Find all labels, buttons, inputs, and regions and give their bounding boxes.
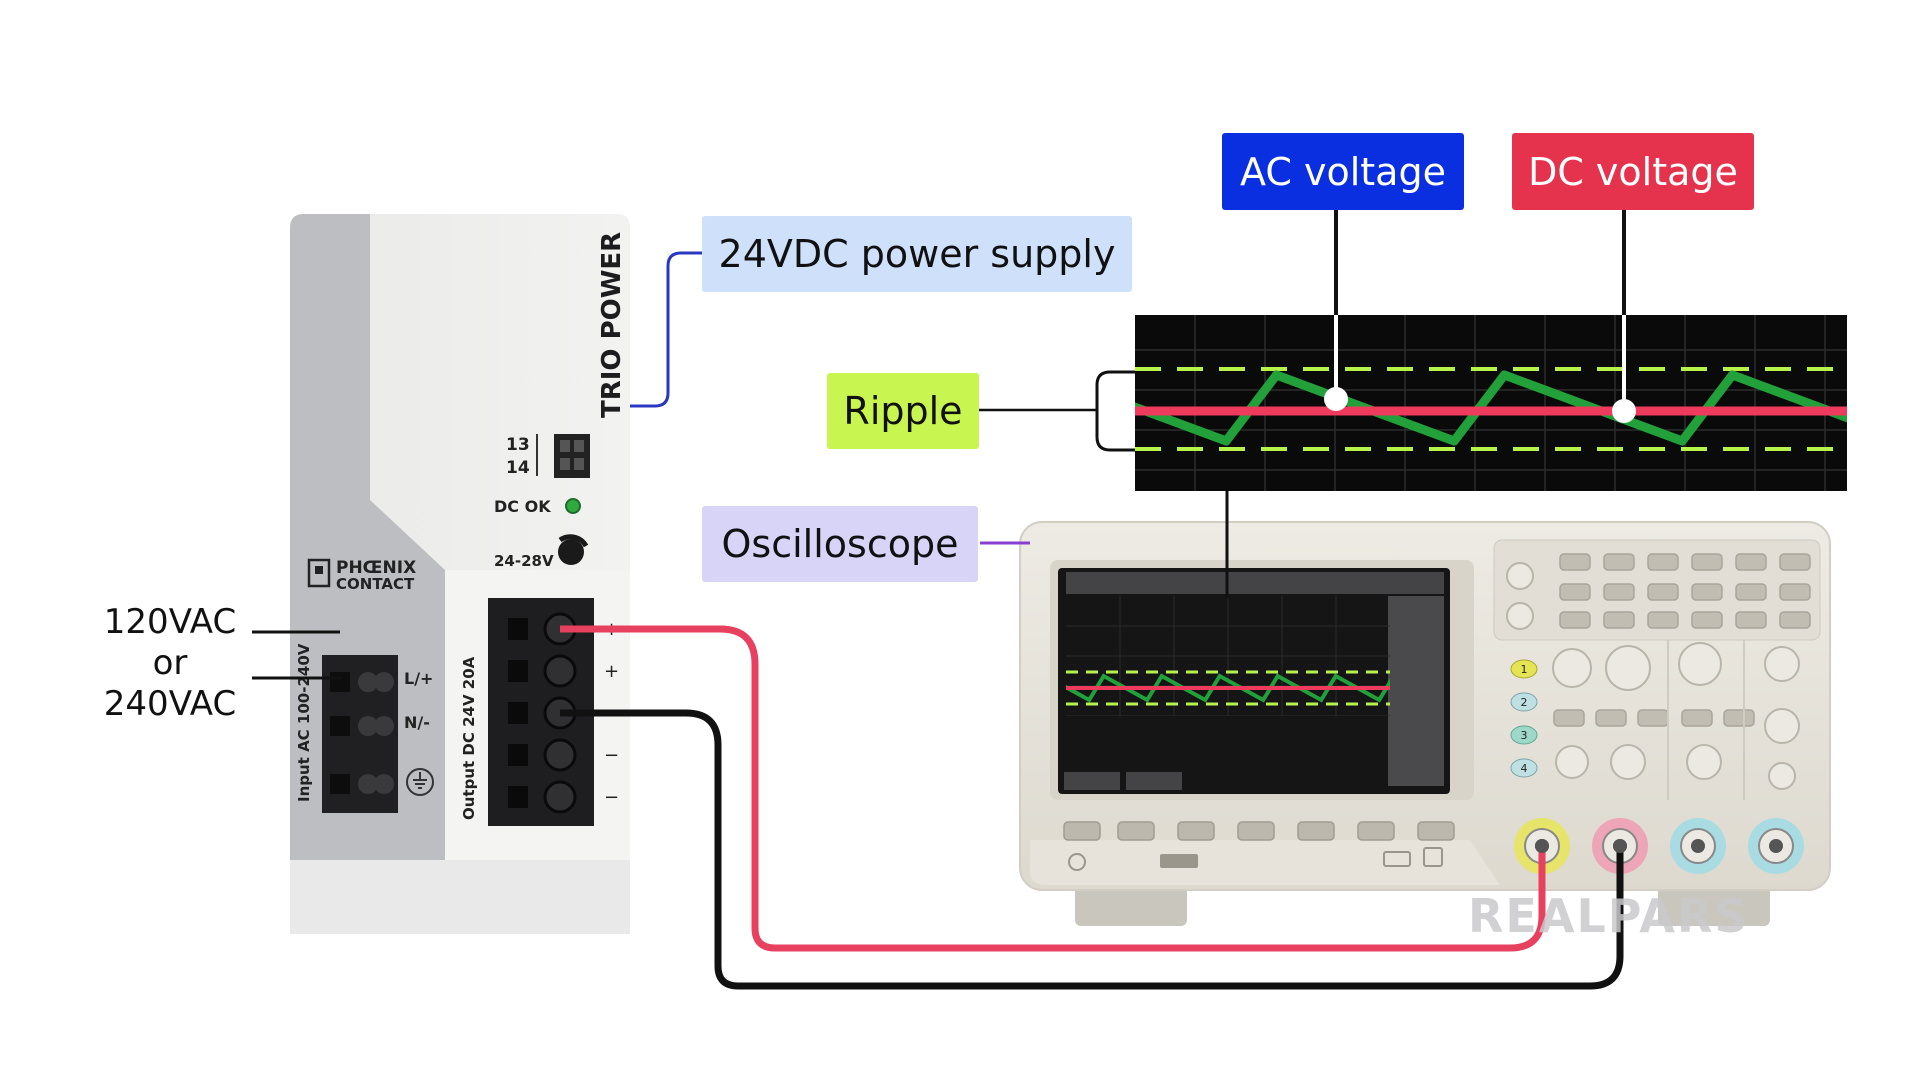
scope-screen-header [1066, 572, 1444, 594]
channel-indicators: 1 2 3 4 [1510, 659, 1538, 778]
callout-power-supply: 24VDC power supply [702, 216, 1132, 292]
oscilloscope-device: 1 2 3 4 [1019, 521, 1831, 926]
adjust-range-label: 24-28V [494, 552, 554, 570]
zoom-grid [1135, 315, 1847, 491]
knob-ch-position-2[interactable] [1610, 744, 1646, 780]
callout-ripple: Ripple [827, 373, 979, 449]
scope-key-icon [1423, 847, 1443, 867]
softkey-1[interactable] [1063, 821, 1101, 841]
softkey-7[interactable] [1417, 821, 1455, 841]
input-voltage-line-3: 240VAC [103, 684, 237, 724]
channel-4-label: 4 [1521, 762, 1528, 775]
knob-trigger-level[interactable] [1764, 708, 1800, 744]
out-sign-5: − [604, 787, 619, 808]
relay-label-13: 13 [506, 435, 530, 455]
terminal-n-label: N/- [404, 713, 430, 732]
ground-symbol-icon [406, 768, 434, 796]
scope-screen-traces [1066, 596, 1390, 716]
ripple-bracket [1095, 370, 1135, 452]
scope-panel-dividers [1667, 640, 1745, 800]
power-supply-unit: TRIO POWER PHŒNIX CONTACT 13 14 DC OK 24… [290, 214, 630, 934]
callout-dc-voltage: DC voltage [1512, 133, 1754, 210]
callout-ac-voltage: AC voltage [1222, 133, 1464, 210]
scope-softkeys [1063, 821, 1455, 841]
softkey-2[interactable] [1117, 821, 1155, 841]
input-rating-label: Input AC 100-240V [295, 643, 313, 802]
terminal-l-label: L/+ [404, 669, 433, 688]
softkey-4[interactable] [1237, 821, 1275, 841]
scope-port-icon [1383, 851, 1411, 867]
scope-knobs [1506, 562, 1800, 790]
watermark-logo: REALPARS [1468, 889, 1749, 943]
zoom-background [1135, 315, 1847, 491]
scope-screen [1058, 568, 1450, 794]
knob-ch-scale[interactable] [1552, 648, 1592, 688]
psu-brand-line2: CONTACT [336, 575, 415, 593]
psu-model-label: TRIO POWER [597, 232, 627, 418]
softkey-6[interactable] [1357, 821, 1395, 841]
waveform-zoom-panel [1135, 315, 1847, 491]
channel-2-label: 2 [1521, 696, 1528, 709]
knob-aux[interactable] [1768, 762, 1796, 790]
psu-brand-line1: PHŒNIX [336, 558, 416, 578]
out-sign-4: − [604, 745, 619, 766]
psu-leader [630, 251, 702, 408]
knob-horizontal-pos[interactable] [1686, 744, 1722, 780]
dc-ok-led-icon [565, 498, 581, 514]
callout-oscilloscope: Oscilloscope [702, 506, 978, 582]
usb-port-icon [1160, 854, 1198, 868]
softkey-3[interactable] [1177, 821, 1215, 841]
input-voltage-line-1: 120VAC [103, 602, 237, 642]
scope-function-buttons [1553, 553, 1811, 727]
knob-ch-scale-2[interactable] [1605, 645, 1651, 691]
softkey-5[interactable] [1297, 821, 1335, 841]
knob-ch-position[interactable] [1555, 745, 1589, 779]
scope-foot-left [1075, 882, 1187, 926]
relay-contact-block [554, 434, 590, 478]
output-terminal-screws [508, 612, 577, 814]
scope-screen-softkey-panel [1388, 596, 1444, 786]
out-sign-2: + [604, 661, 619, 682]
knob-horizontal[interactable] [1678, 642, 1722, 686]
relay-label-14: 14 [506, 458, 530, 478]
output-rating-label: Output DC 24V 20A [460, 656, 478, 820]
knob-multi[interactable] [1506, 602, 1534, 630]
scope-foot-right [1658, 882, 1770, 926]
psu-din-rail-clip [290, 858, 630, 934]
knob-trigger[interactable] [1764, 646, 1800, 682]
positive-probe-wire [560, 625, 1546, 952]
knob-intensity[interactable] [1506, 562, 1534, 590]
power-button[interactable] [1068, 853, 1086, 871]
scope-lower-panel [1030, 840, 1500, 885]
voltage-adjust-knob-icon [558, 539, 584, 565]
negative-probe-wire [560, 709, 1624, 990]
channel-1-label: 1 [1521, 663, 1528, 676]
ground-symbol-glyph [413, 772, 427, 789]
phoenix-logo-icon [307, 558, 331, 588]
dc-ok-label: DC OK [494, 497, 551, 516]
input-voltage-line-2: or [152, 643, 188, 683]
channel-3-label: 3 [1521, 729, 1528, 742]
